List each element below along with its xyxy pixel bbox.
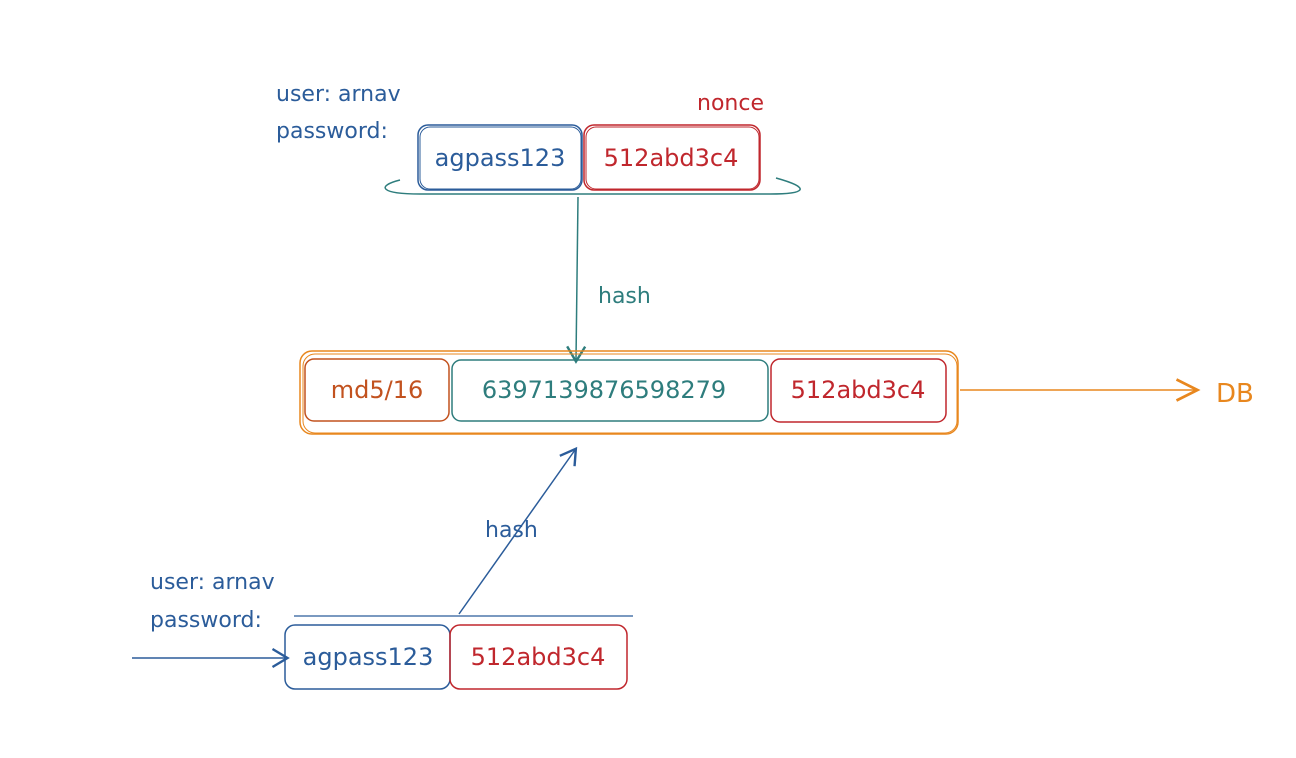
- top-hash-arrow: [566, 196, 587, 364]
- top-brace: [384, 177, 801, 195]
- record-algo-box: md5/16: [304, 358, 450, 422]
- record-hash-value: 6397139876598279: [482, 376, 726, 404]
- top-password-box: agpass123: [417, 124, 583, 191]
- bottom-nonce-value: 512abd3c4: [471, 643, 606, 671]
- record-container: [299, 350, 959, 435]
- top-nonce-value: 512abd3c4: [604, 144, 739, 172]
- bottom-nonce-box: 512abd3c4: [449, 624, 628, 690]
- bottom-password-box: agpass123: [284, 624, 451, 690]
- top-nonce-box: 512abd3c4: [583, 124, 761, 191]
- bottom-user-label: user: arnav: [150, 570, 275, 595]
- top-user-label: user: arnav: [276, 82, 401, 107]
- top-password-label: password:: [276, 119, 388, 144]
- top-hash-label: hash: [598, 284, 651, 309]
- record-nonce-value: 512abd3c4: [791, 376, 926, 404]
- bottom-hash-arrow: [458, 446, 578, 615]
- bottom-hash-label: hash: [485, 518, 538, 543]
- top-password-value: agpass123: [435, 144, 566, 172]
- db-label: DB: [1216, 379, 1254, 409]
- top-nonce-label: nonce: [697, 91, 764, 116]
- record-algo-value: md5/16: [331, 376, 424, 404]
- record-hash-box: 6397139876598279: [451, 359, 769, 422]
- bottom-password-value: agpass123: [303, 643, 434, 671]
- bottom-password-label: password:: [150, 608, 262, 633]
- record-nonce-box: 512abd3c4: [770, 358, 947, 423]
